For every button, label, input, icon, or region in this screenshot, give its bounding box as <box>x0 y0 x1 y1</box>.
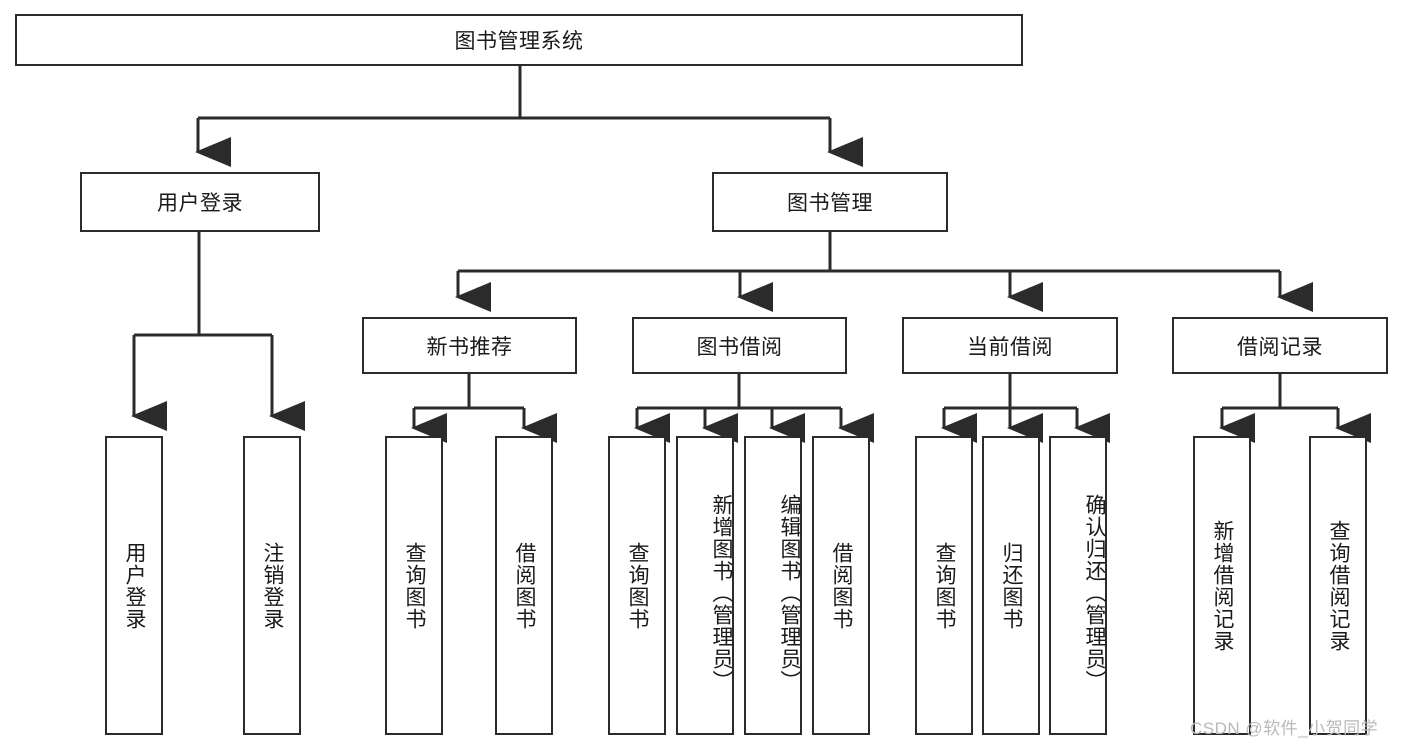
node-new-book-recommend[interactable]: 新书推荐 <box>362 317 577 374</box>
node-root-system[interactable]: 图书管理系统 <box>15 14 1023 66</box>
leaf-query-book-recommend[interactable]: 查询图书 <box>385 436 443 735</box>
leaf-logout[interactable]: 注销登录 <box>243 436 301 735</box>
node-borrow-record[interactable]: 借阅记录 <box>1172 317 1388 374</box>
node-user-login[interactable]: 用户登录 <box>80 172 320 232</box>
leaf-return-book[interactable]: 归还图书 <box>982 436 1040 735</box>
leaf-query-borrow-record[interactable]: 查询借阅记录 <box>1309 436 1367 735</box>
leaf-borrow-book[interactable]: 借阅图书 <box>812 436 870 735</box>
leaf-borrow-book-recommend[interactable]: 借阅图书 <box>495 436 553 735</box>
leaf-query-book-borrow[interactable]: 查询图书 <box>608 436 666 735</box>
node-book-borrow[interactable]: 图书借阅 <box>632 317 847 374</box>
leaf-add-borrow-record[interactable]: 新增借阅记录 <box>1193 436 1251 735</box>
csdn-watermark: CSDN @软件_小贺同学 <box>1190 719 1379 738</box>
node-current-borrow[interactable]: 当前借阅 <box>902 317 1118 374</box>
node-book-management[interactable]: 图书管理 <box>712 172 948 232</box>
leaf-confirm-return-admin[interactable]: 确认归还（管理员） <box>1049 436 1107 735</box>
leaf-edit-book-admin[interactable]: 编辑图书（管理员） <box>744 436 802 735</box>
leaf-user-login[interactable]: 用户登录 <box>105 436 163 735</box>
leaf-add-book-admin[interactable]: 新增图书（管理员） <box>676 436 734 735</box>
leaf-query-book-current[interactable]: 查询图书 <box>915 436 973 735</box>
